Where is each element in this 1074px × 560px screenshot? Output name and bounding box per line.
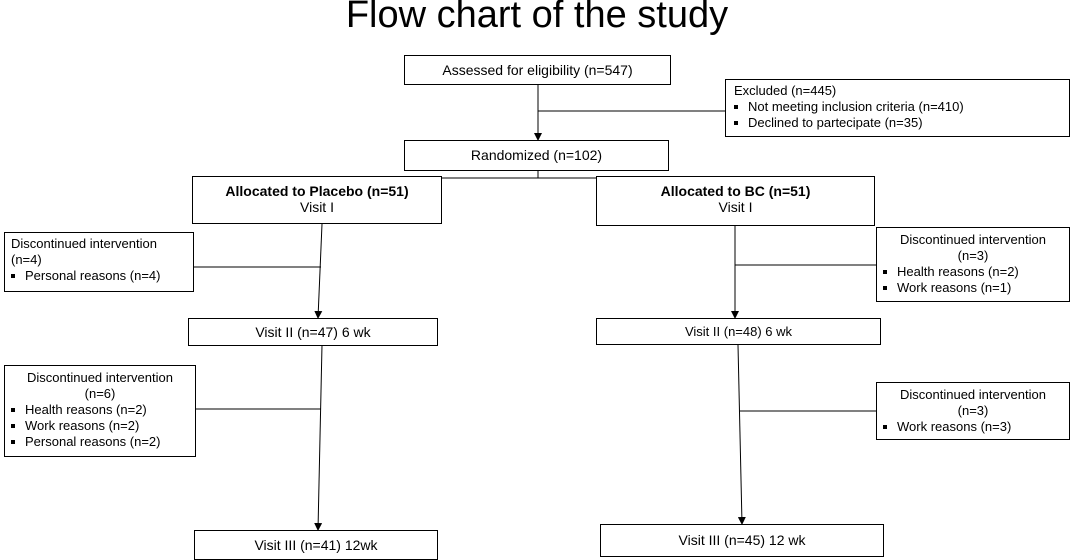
discontinued-heading: Discontinued intervention xyxy=(27,370,173,385)
bc-visit3-label: Visit III (n=45) 12 wk xyxy=(678,532,806,548)
excluded-heading: Excluded (n=445) xyxy=(734,83,837,98)
discontinued-heading: Discontinued intervention xyxy=(11,236,157,251)
placebo-allocation-label: Allocated to Placebo (n=51) xyxy=(225,183,409,199)
assessed-label: Assessed for eligibility (n=547) xyxy=(442,62,633,78)
list-item: Not meeting inclusion criteria (n=410) xyxy=(734,99,1061,115)
list-item-label: Work reasons (n=3) xyxy=(897,419,1012,434)
list-item: Work reasons (n=3) xyxy=(883,419,1063,435)
bullet-icon xyxy=(883,425,887,429)
connector-placebo-v1-v2 xyxy=(314,223,323,319)
randomized-box: Randomized (n=102) xyxy=(404,140,669,171)
list-item-label: Health reasons (n=2) xyxy=(897,264,1019,279)
list-item: Declined to partecipate (n=35) xyxy=(734,115,1061,131)
bc-visit2-box: Visit II (n=48) 6 wk xyxy=(596,318,881,345)
discontinued-heading: Discontinued intervention xyxy=(900,387,1046,402)
discontinued-heading: Discontinued intervention xyxy=(900,232,1046,247)
excluded-box: Excluded (n=445) Not meeting inclusion c… xyxy=(725,79,1070,137)
assessed-box: Assessed for eligibility (n=547) xyxy=(404,55,671,85)
bullet-icon xyxy=(11,440,15,444)
list-item-label: Not meeting inclusion criteria (n=410) xyxy=(748,99,964,114)
bullet-icon xyxy=(883,270,887,274)
bullet-icon xyxy=(11,274,15,278)
discontinued-count: (n=4) xyxy=(11,252,42,267)
bc-visit1-label: Visit I xyxy=(718,199,753,215)
placebo-visit2-label: Visit II (n=47) 6 wk xyxy=(255,324,371,340)
bc-discontinued-2-box: Discontinued intervention (n=3) Work rea… xyxy=(876,382,1070,440)
bullet-icon xyxy=(11,424,15,428)
bc-allocation-box: Allocated to BC (n=51) Visit I xyxy=(596,176,875,226)
discontinued-count: (n=3) xyxy=(957,248,989,263)
connector-placebo-v2-v3 xyxy=(314,344,323,531)
placebo-visit1-label: Visit I xyxy=(300,199,334,215)
bullet-icon xyxy=(11,408,15,412)
bc-discontinued-1-box: Discontinued intervention (n=3) Health r… xyxy=(876,227,1070,302)
list-item: Personal reasons (n=4) xyxy=(11,268,187,284)
bullet-icon xyxy=(883,286,887,290)
connector-bc-v2-v3 xyxy=(737,344,746,525)
placebo-allocation-box: Allocated to Placebo (n=51) Visit I xyxy=(192,176,442,224)
bullet-icon xyxy=(734,105,738,109)
bc-visit2-label: Visit II (n=48) 6 wk xyxy=(684,324,793,339)
discontinued-count: (n=6) xyxy=(84,386,116,401)
placebo-visit3-label: Visit III (n=41) 12wk xyxy=(254,537,378,553)
placebo-visit3-box: Visit III (n=41) 12wk xyxy=(194,530,438,560)
list-item-label: Declined to partecipate (n=35) xyxy=(748,115,923,130)
list-item-label: Work reasons (n=2) xyxy=(25,418,140,433)
placebo-discontinued-2-box: Discontinued intervention (n=6) Health r… xyxy=(4,365,196,457)
list-item: Personal reasons (n=2) xyxy=(11,434,189,450)
list-item-label: Health reasons (n=2) xyxy=(25,402,147,417)
list-item-label: Work reasons (n=1) xyxy=(897,280,1012,295)
bullet-icon xyxy=(734,121,738,125)
page-title: Flow chart of the study xyxy=(345,0,729,36)
placebo-visit2-box: Visit II (n=47) 6 wk xyxy=(188,318,438,346)
list-item-label: Personal reasons (n=4) xyxy=(25,268,161,283)
placebo-discontinued-1-box: Discontinued intervention (n=4) Personal… xyxy=(4,232,194,292)
list-item: Work reasons (n=2) xyxy=(11,418,189,434)
bc-allocation-label: Allocated to BC (n=51) xyxy=(660,183,811,199)
bc-visit3-box: Visit III (n=45) 12 wk xyxy=(600,524,884,557)
list-item: Work reasons (n=1) xyxy=(883,280,1063,296)
list-item: Health reasons (n=2) xyxy=(883,264,1063,280)
discontinued-count: (n=3) xyxy=(957,403,989,418)
randomized-label: Randomized (n=102) xyxy=(470,147,603,163)
list-item: Health reasons (n=2) xyxy=(11,402,189,418)
list-item-label: Personal reasons (n=2) xyxy=(25,434,161,449)
